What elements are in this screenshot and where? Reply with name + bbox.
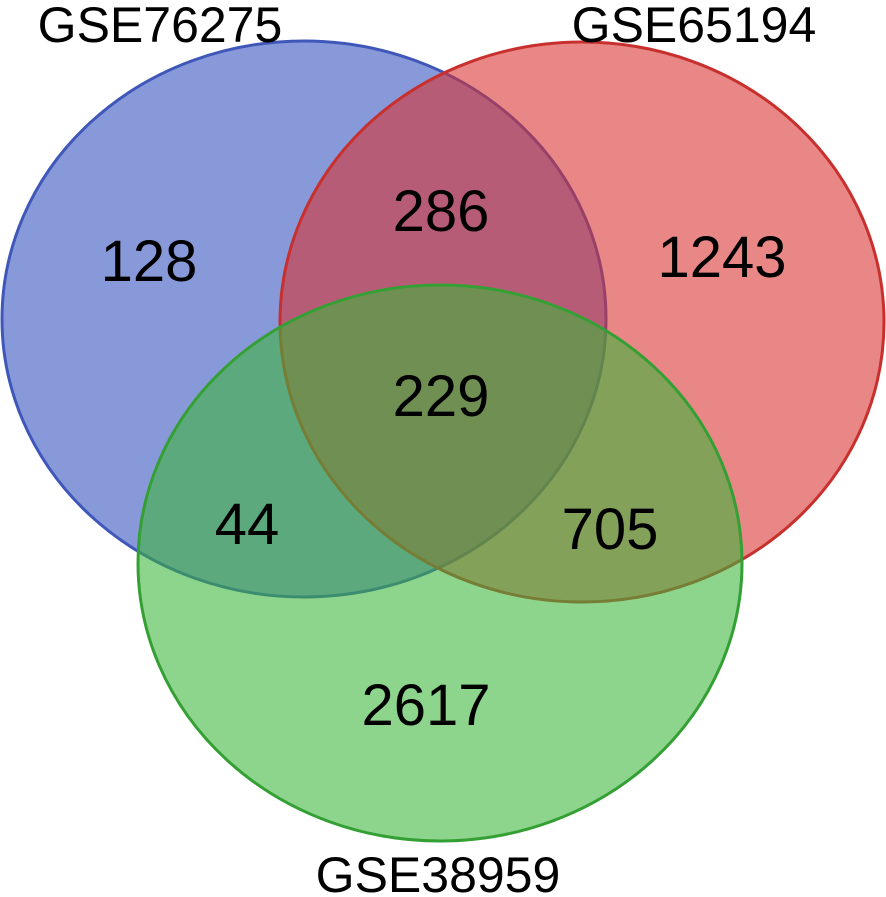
region-count-gse76275-gse65194: 286 [393,179,490,244]
region-count-gse65194-only: 1243 [657,225,786,290]
region-count-gse76275-gse38959: 44 [215,492,280,557]
region-count-all-three: 229 [393,364,490,429]
region-count-gse76275-only: 128 [101,229,198,294]
region-count-gse65194-gse38959: 705 [562,497,659,562]
set-label-gse38959: GSE38959 [316,847,561,897]
set-label-gse76275: GSE76275 [38,0,283,53]
set-label-gse65194: GSE65194 [572,0,817,53]
region-count-gse38959-only: 2617 [361,673,490,738]
set-circle-gse38959 [136,283,744,843]
